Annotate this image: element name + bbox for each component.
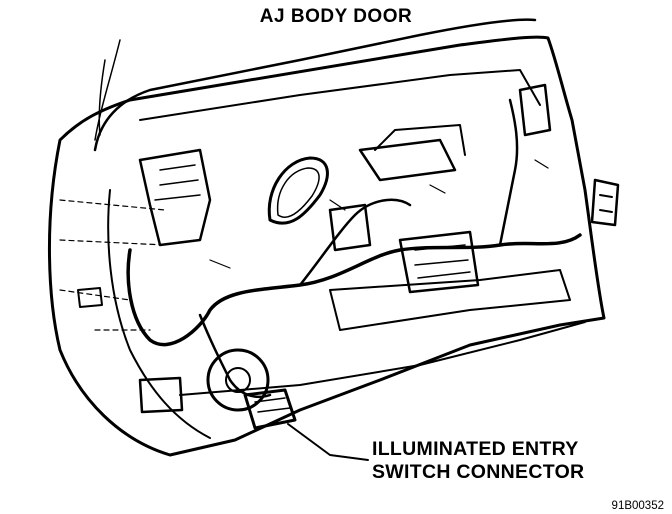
- switch-connector: [243, 388, 297, 430]
- lock-mechanism: [328, 203, 372, 252]
- lower-left-connector: [138, 376, 184, 414]
- hinge-lower-bolt: [599, 194, 613, 213]
- callout-leader-line: [287, 423, 369, 461]
- window-motor: [206, 348, 270, 412]
- callout-label: ILLUMINATED ENTRY SWITCH CONNECTOR: [372, 438, 584, 484]
- callout-line-1: ILLUMINATED ENTRY: [372, 438, 579, 460]
- upper-opening: [358, 138, 457, 182]
- hinge-upper: [518, 83, 552, 137]
- left-striker: [77, 287, 103, 308]
- latch-bracket: [138, 148, 212, 247]
- access-hole-inner: [276, 167, 320, 218]
- wiring-harness-branch-1: [198, 313, 272, 399]
- window-motor-hub: [225, 367, 251, 393]
- door-outer-shell: [47, 35, 606, 457]
- window-frame-inner: [139, 69, 541, 121]
- diagram-title: AJ BODY DOOR: [259, 6, 413, 27]
- window-frame: [93, 18, 537, 152]
- callout-line-2: SWITCH CONNECTOR: [372, 461, 585, 483]
- hinge-lower: [590, 178, 620, 227]
- upper-opening-bracket: [374, 124, 466, 156]
- lower-panel: [329, 269, 571, 331]
- access-hole: [267, 156, 329, 225]
- regulator-cluster: [398, 230, 480, 294]
- switch-connector-detail: [254, 397, 291, 413]
- wiring-harness-branch-2: [298, 198, 412, 287]
- inner-panel-lower: [179, 321, 586, 396]
- inner-panel-edge: [107, 189, 211, 439]
- regulator-detail: [414, 244, 471, 279]
- window-channel: [94, 39, 121, 141]
- latch-detail: [154, 164, 201, 201]
- wiring-harness-branch-3: [498, 98, 519, 247]
- figure-code: 91B00352: [611, 500, 664, 512]
- reference-markers: [209, 159, 549, 269]
- dashed-guide-lines: [59, 199, 166, 331]
